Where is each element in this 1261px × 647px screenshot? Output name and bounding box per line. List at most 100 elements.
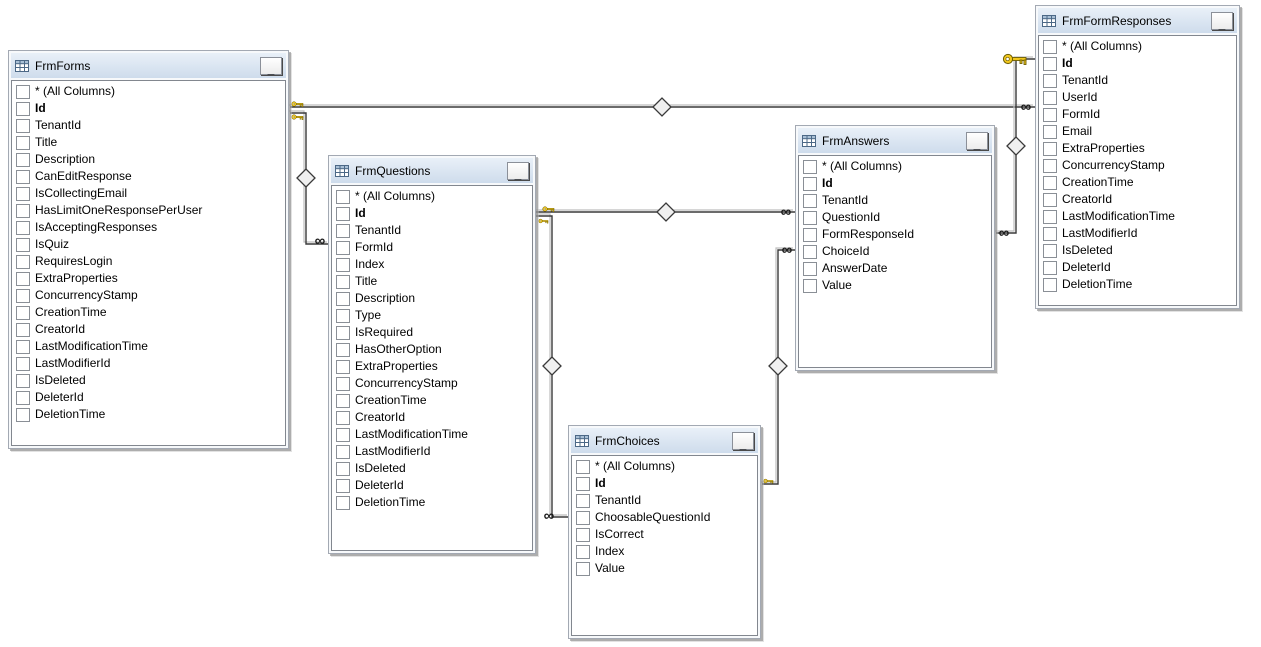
column-row[interactable]: ConcurrencyStamp (1039, 157, 1236, 174)
column-checkbox[interactable] (16, 254, 30, 269)
column-checkbox[interactable] (803, 261, 817, 276)
column-checkbox[interactable] (576, 544, 590, 559)
column-checkbox[interactable] (576, 476, 590, 491)
column-checkbox[interactable] (803, 278, 817, 293)
column-row[interactable]: DeletionTime (1039, 276, 1236, 293)
column-row[interactable]: CreatorId (332, 409, 532, 426)
column-row[interactable]: ChoosableQuestionId (572, 509, 757, 526)
column-checkbox[interactable] (336, 376, 350, 391)
column-checkbox[interactable] (16, 84, 30, 99)
column-checkbox[interactable] (576, 527, 590, 542)
column-row[interactable]: * (All Columns) (12, 83, 285, 100)
column-checkbox[interactable] (1043, 209, 1057, 224)
column-checkbox[interactable] (803, 244, 817, 259)
column-checkbox[interactable] (576, 459, 590, 474)
column-row[interactable]: FormId (332, 239, 532, 256)
column-row[interactable]: TenantId (332, 222, 532, 239)
column-checkbox[interactable] (16, 390, 30, 405)
column-row[interactable]: ConcurrencyStamp (12, 287, 285, 304)
column-checkbox[interactable] (336, 342, 350, 357)
column-row[interactable]: IsAcceptingResponses (12, 219, 285, 236)
column-checkbox[interactable] (16, 220, 30, 235)
column-row[interactable]: FormResponseId (799, 226, 991, 243)
minimize-button[interactable]: _ (260, 56, 282, 75)
column-checkbox[interactable] (16, 101, 30, 116)
column-checkbox[interactable] (16, 373, 30, 388)
column-row[interactable]: Email (1039, 123, 1236, 140)
column-row[interactable]: IsDeleted (12, 372, 285, 389)
minimize-button[interactable]: _ (1211, 11, 1233, 30)
column-row[interactable]: Description (12, 151, 285, 168)
column-row[interactable]: Id (332, 205, 532, 222)
column-checkbox[interactable] (16, 152, 30, 167)
column-row[interactable]: Description (332, 290, 532, 307)
column-row[interactable]: QuestionId (799, 209, 991, 226)
column-checkbox[interactable] (803, 227, 817, 242)
column-row[interactable]: ExtraProperties (332, 358, 532, 375)
column-row[interactable]: TenantId (1039, 72, 1236, 89)
column-row[interactable]: TenantId (12, 117, 285, 134)
column-row[interactable]: HasLimitOneResponsePerUser (12, 202, 285, 219)
column-checkbox[interactable] (336, 427, 350, 442)
column-checkbox[interactable] (16, 186, 30, 201)
column-row[interactable]: LastModificationTime (1039, 208, 1236, 225)
column-row[interactable]: * (All Columns) (1039, 38, 1236, 55)
column-checkbox[interactable] (1043, 141, 1057, 156)
column-row[interactable]: DeleterId (12, 389, 285, 406)
column-row[interactable]: Id (799, 175, 991, 192)
column-checkbox[interactable] (803, 193, 817, 208)
minimize-button[interactable]: _ (966, 131, 988, 150)
column-row[interactable]: CreatorId (1039, 191, 1236, 208)
column-row[interactable]: CanEditResponse (12, 168, 285, 185)
column-row[interactable]: IsDeleted (332, 460, 532, 477)
column-checkbox[interactable] (576, 510, 590, 525)
column-row[interactable]: Index (572, 543, 757, 560)
column-row[interactable]: DeletionTime (12, 406, 285, 423)
relationship-questions-to-answers[interactable]: ∞ (534, 202, 795, 222)
column-checkbox[interactable] (16, 322, 30, 337)
column-checkbox[interactable] (336, 325, 350, 340)
column-checkbox[interactable] (16, 118, 30, 133)
column-row[interactable]: ExtraProperties (12, 270, 285, 287)
column-row[interactable]: Id (572, 475, 757, 492)
column-row[interactable]: UserId (1039, 89, 1236, 106)
column-row[interactable]: TenantId (799, 192, 991, 209)
column-row[interactable]: CreationTime (12, 304, 285, 321)
column-checkbox[interactable] (1043, 107, 1057, 122)
column-row[interactable]: DeleterId (332, 477, 532, 494)
column-row[interactable]: LastModifierId (1039, 225, 1236, 242)
column-row[interactable]: FormId (1039, 106, 1236, 123)
column-checkbox[interactable] (16, 305, 30, 320)
column-row[interactable]: * (All Columns) (332, 188, 532, 205)
column-checkbox[interactable] (576, 561, 590, 576)
column-row[interactable]: Index (332, 256, 532, 273)
column-checkbox[interactable] (803, 159, 817, 174)
column-checkbox[interactable] (1043, 226, 1057, 241)
column-checkbox[interactable] (336, 461, 350, 476)
column-checkbox[interactable] (576, 493, 590, 508)
column-checkbox[interactable] (16, 288, 30, 303)
column-row[interactable]: ConcurrencyStamp (332, 375, 532, 392)
column-checkbox[interactable] (1043, 56, 1057, 71)
column-row[interactable]: IsCorrect (572, 526, 757, 543)
column-row[interactable]: DeleterId (1039, 259, 1236, 276)
column-checkbox[interactable] (1043, 39, 1057, 54)
minimize-button[interactable]: _ (507, 161, 529, 180)
column-row[interactable]: Id (1039, 55, 1236, 72)
column-checkbox[interactable] (16, 203, 30, 218)
column-checkbox[interactable] (336, 223, 350, 238)
join-diamond[interactable] (656, 202, 676, 222)
column-row[interactable]: Value (799, 277, 991, 294)
column-row[interactable]: ChoiceId (799, 243, 991, 260)
column-row[interactable]: * (All Columns) (572, 458, 757, 475)
column-checkbox[interactable] (1043, 260, 1057, 275)
column-checkbox[interactable] (1043, 124, 1057, 139)
column-checkbox[interactable] (1043, 243, 1057, 258)
column-checkbox[interactable] (336, 291, 350, 306)
column-row[interactable]: HasOtherOption (332, 341, 532, 358)
relationship-choices-to-answers[interactable]: ∞ (760, 242, 795, 485)
column-checkbox[interactable] (336, 240, 350, 255)
column-checkbox[interactable] (336, 410, 350, 425)
column-row[interactable]: CreatorId (12, 321, 285, 338)
join-diamond[interactable] (296, 168, 316, 188)
